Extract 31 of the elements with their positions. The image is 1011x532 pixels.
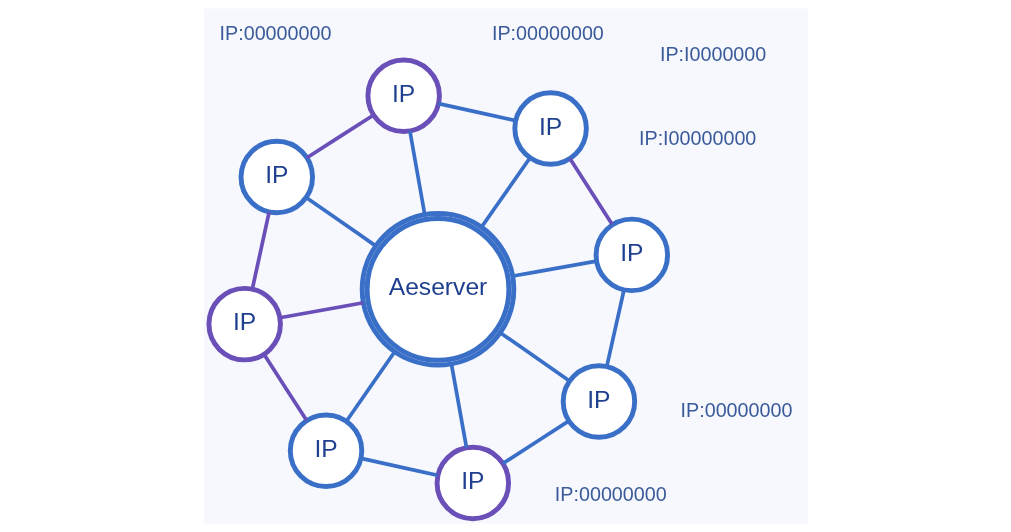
connector	[262, 353, 308, 422]
node-circle: IP	[511, 90, 589, 167]
node-circle: IP	[287, 412, 364, 489]
node-circle: IP	[238, 138, 315, 216]
connector	[604, 289, 626, 367]
label: IP:I0000000	[659, 43, 766, 66]
connector	[360, 456, 438, 477]
label: IP:I00000000	[638, 126, 756, 149]
label: IP:00000000	[491, 22, 604, 45]
node-circle: IP	[434, 444, 511, 522]
connector	[498, 331, 570, 383]
connector	[449, 363, 468, 448]
connector	[512, 259, 597, 278]
node-circle: IP	[364, 57, 442, 135]
node-circle: IP	[560, 363, 637, 440]
connector	[407, 130, 427, 215]
connector	[279, 300, 364, 320]
connector	[344, 350, 396, 423]
connector	[501, 419, 570, 465]
node-circle: Aeserver	[359, 211, 516, 368]
label: IP:00000000	[554, 483, 667, 506]
node-circle: IP	[593, 216, 670, 294]
connector	[250, 211, 271, 290]
connector	[568, 157, 614, 226]
connector	[304, 195, 377, 248]
label: IP:00000000	[219, 22, 331, 45]
connector	[305, 113, 374, 160]
node-circle: IP	[205, 285, 283, 363]
label: IP:00000000	[680, 399, 792, 422]
connector	[479, 156, 532, 229]
connector	[437, 101, 516, 123]
